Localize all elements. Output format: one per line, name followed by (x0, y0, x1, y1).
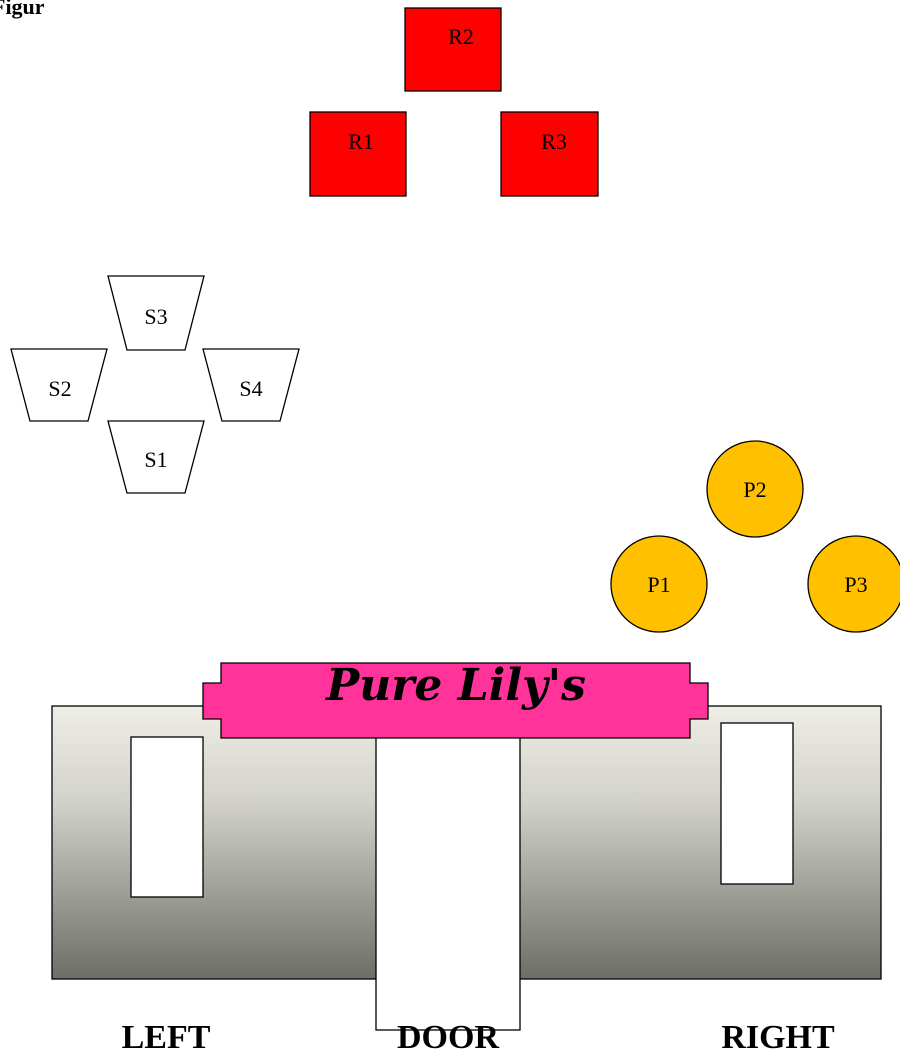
door-caption: DOOR (397, 1019, 499, 1055)
rack-r3-box (500, 111, 599, 197)
plant-p1: P1 (610, 535, 708, 633)
stool-s2-label: S2 (48, 376, 71, 401)
stool-s1-shape (107, 420, 205, 494)
plant-p2: P2 (706, 440, 804, 538)
stool-s1-label: S1 (144, 447, 167, 472)
stool-s2-shape (10, 348, 108, 422)
plant-p1-circle (610, 535, 708, 633)
plant-p3-label: P3 (844, 572, 867, 597)
plant-p2-circle (706, 440, 804, 538)
stool-s3-label: S3 (144, 304, 167, 329)
store-sign: Pure Lily's (202, 660, 709, 739)
rack-r2: R2 (404, 7, 502, 92)
stool-s2: S2 (10, 348, 108, 422)
sign-text: Pure Lily's (324, 660, 586, 711)
plant-p3-circle (807, 535, 900, 633)
rack-r3: R3 (500, 111, 599, 197)
stool-s3-shape (107, 275, 205, 351)
rack-r2-label: R2 (448, 24, 474, 49)
rack-r1-box (309, 111, 407, 197)
stool-s4: S4 (202, 348, 300, 422)
left-window (130, 736, 204, 898)
sign-board (202, 662, 709, 739)
stool-s1: S1 (107, 420, 205, 494)
plant-p2-label: P2 (743, 477, 766, 502)
storefront: Pure Lily's (51, 660, 882, 1031)
left-caption: LEFT (122, 1019, 211, 1055)
rack-r1-label: R1 (348, 129, 374, 154)
stool-s3: S3 (107, 275, 205, 351)
right-window (720, 722, 794, 885)
stool-s4-shape (202, 348, 300, 422)
door (375, 723, 521, 1031)
corner-title: Figur (0, 0, 45, 19)
rack-r1: R1 (309, 111, 407, 197)
rack-r3-label: R3 (541, 129, 567, 154)
plant-p1-label: P1 (647, 572, 670, 597)
right-caption: RIGHT (721, 1019, 835, 1055)
plant-p3: P3 (807, 535, 900, 633)
rack-r2-box (404, 7, 502, 92)
stool-s4-label: S4 (239, 376, 262, 401)
